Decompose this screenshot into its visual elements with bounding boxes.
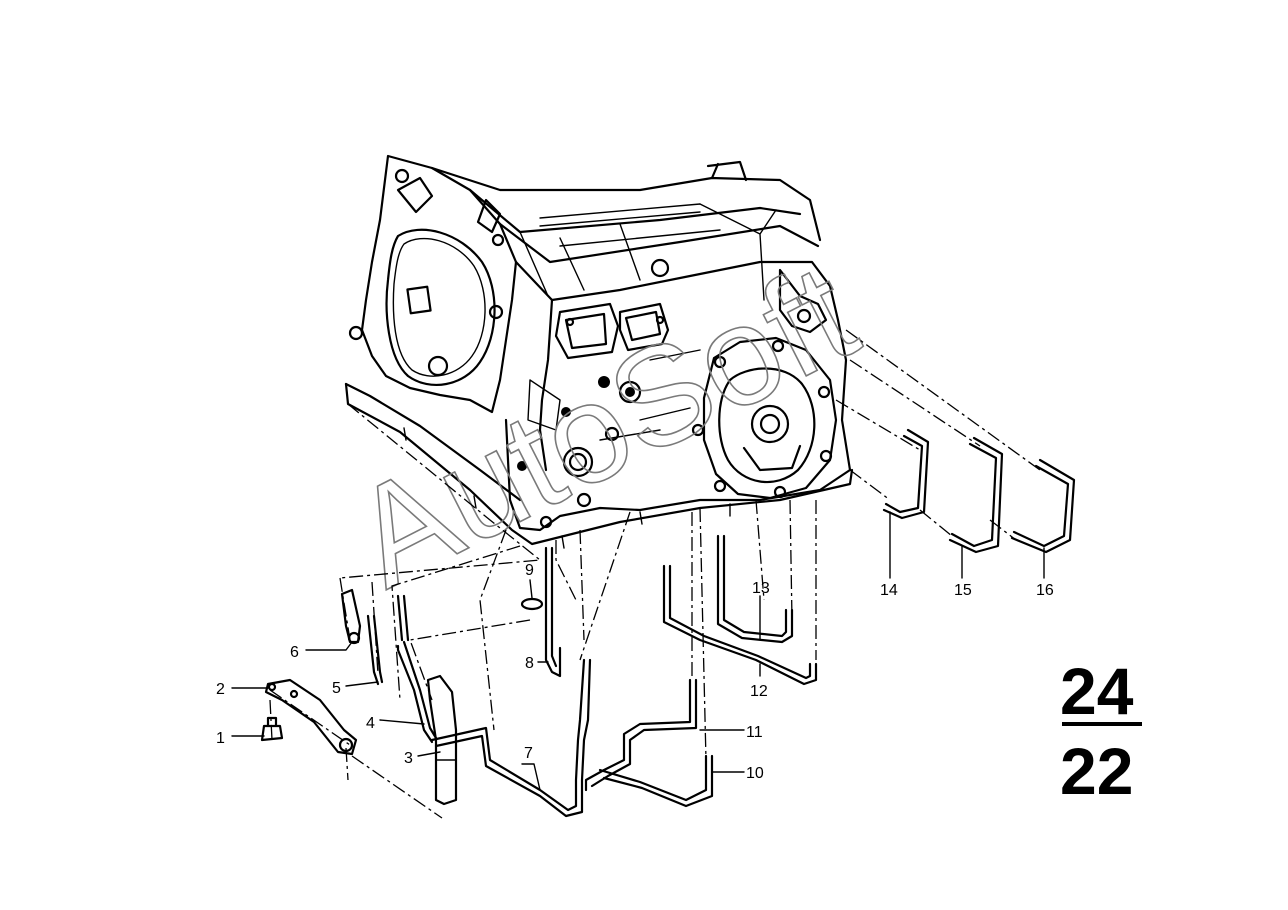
callout-11: 11 — [746, 724, 763, 741]
page-number-divider — [1062, 722, 1142, 726]
part-13-pipe — [716, 534, 794, 644]
part-4-pipe — [396, 640, 438, 744]
part-12-pipe — [662, 564, 818, 686]
callout-numbers: 1 2 3 4 5 6 7 8 9 10 11 12 13 14 15 16 — [216, 562, 1054, 782]
part-9-seal — [520, 597, 544, 611]
callout-leaders — [231, 511, 1045, 791]
part-3-hose — [426, 674, 458, 806]
callout-14: 14 — [880, 582, 898, 599]
callout-15: 15 — [954, 582, 972, 599]
callout-12: 12 — [750, 683, 768, 700]
part-7-pipe — [430, 658, 586, 812]
callout-9: 9 — [525, 562, 534, 579]
part-16-pipe — [1010, 458, 1076, 554]
page-number: 24 22 — [1060, 654, 1142, 808]
callout-10: 10 — [746, 765, 764, 782]
callout-3: 3 — [404, 750, 413, 767]
callout-4: 4 — [366, 715, 375, 732]
callout-7: 7 — [524, 745, 533, 762]
transmission-housing — [344, 154, 854, 549]
part-5-pipe — [366, 614, 384, 686]
callout-6: 6 — [290, 644, 299, 661]
part-2-bracket — [264, 678, 358, 756]
watermark: AutoSoft — [328, 232, 879, 617]
callout-13: 13 — [752, 580, 770, 597]
svg-text:AutoSoft: AutoSoft — [328, 233, 878, 617]
page-number-bottom: 22 — [1060, 734, 1133, 808]
callout-1: 1 — [216, 730, 225, 747]
part-14-pipe — [882, 428, 930, 520]
callout-5: 5 — [332, 680, 341, 697]
page-number-top: 24 — [1060, 654, 1134, 728]
part-10-pipe — [598, 754, 714, 808]
parts — [260, 428, 1076, 818]
callout-16: 16 — [1036, 582, 1054, 599]
part-8-pipe — [544, 546, 562, 678]
callout-8: 8 — [525, 655, 534, 672]
part-15-pipe — [948, 436, 1004, 554]
leader-lines — [269, 329, 1041, 819]
part-11-pipe — [584, 678, 698, 792]
callout-2: 2 — [216, 681, 225, 698]
